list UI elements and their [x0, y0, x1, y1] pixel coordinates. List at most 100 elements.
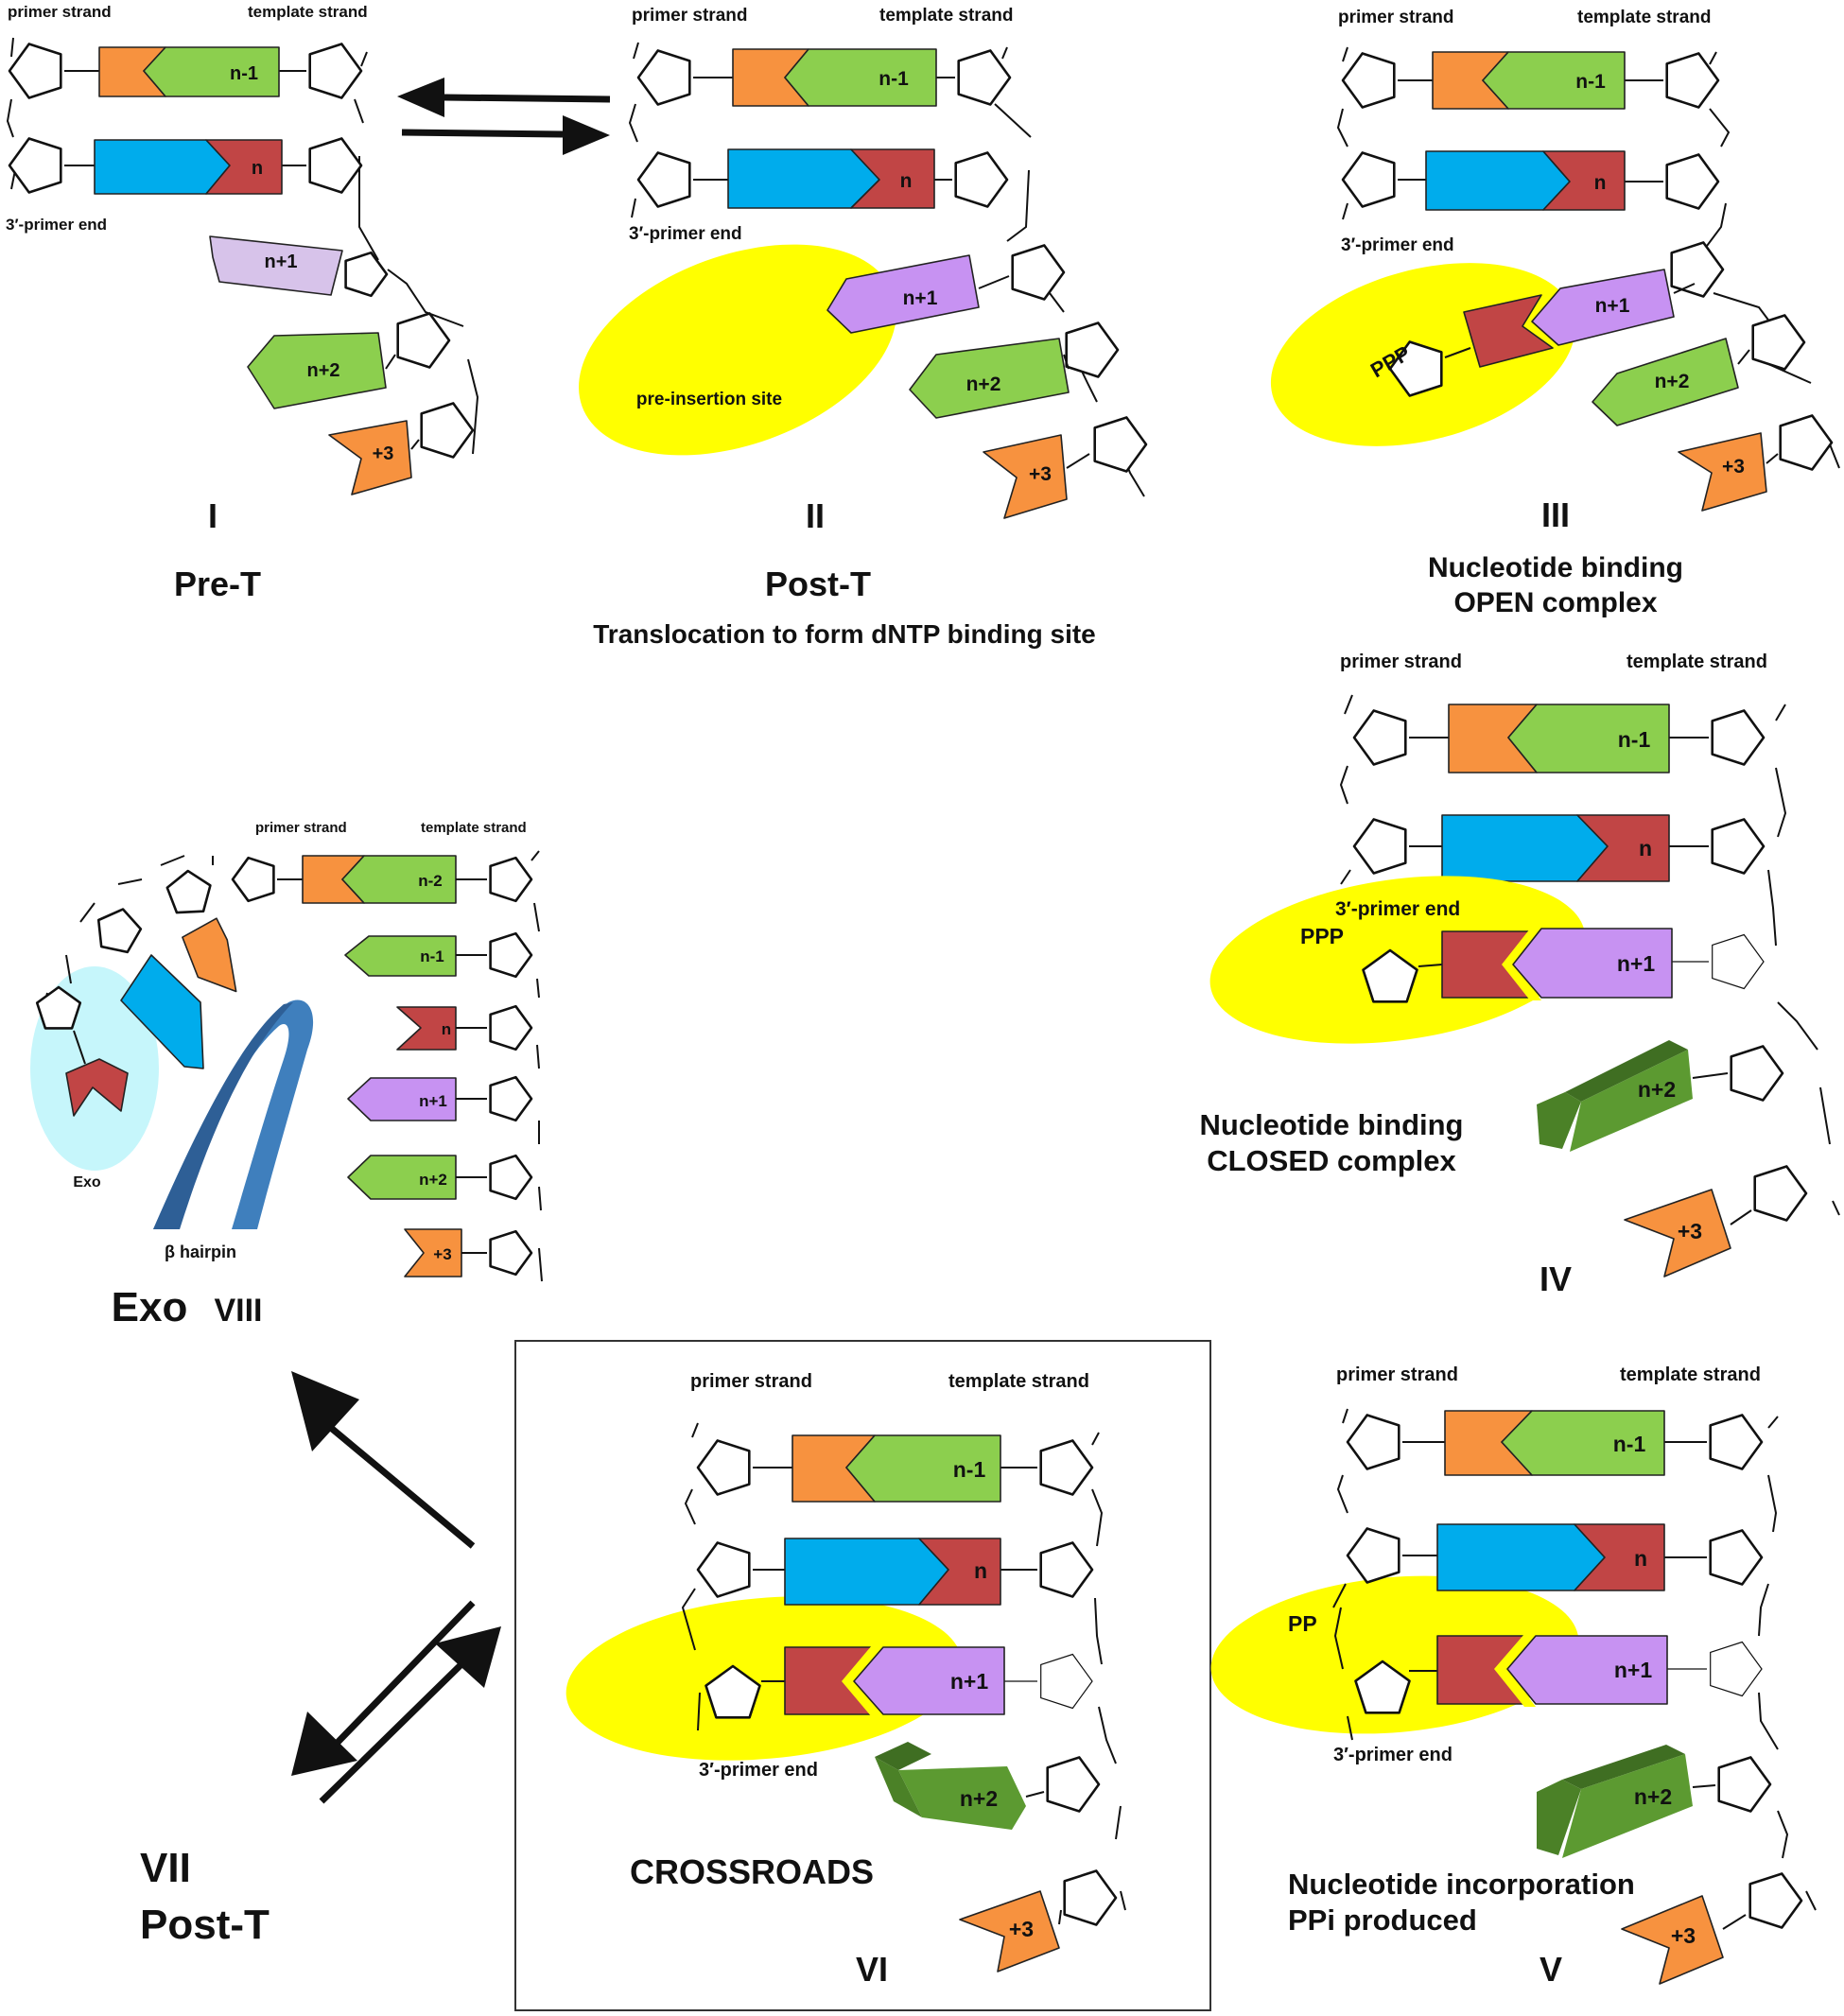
template-backbone — [1767, 704, 1840, 1216]
pairing-highlight — [1494, 1634, 1536, 1707]
panel-title: Nucleotide binding — [1428, 552, 1683, 583]
base-label: n+2 — [1634, 1784, 1672, 1809]
panel-iv: primer strand template strand n-1 n 3′-p… — [1200, 652, 1840, 1298]
green-base-n+2-shade — [1565, 1040, 1688, 1102]
incoming-dntp — [1463, 294, 1554, 368]
beta-hairpin-shade — [153, 1002, 293, 1229]
base-label: n — [1639, 836, 1652, 860]
base-label: +3 — [433, 1245, 451, 1263]
base-label: n+1 — [264, 252, 297, 272]
incoming-base-n+1 — [826, 254, 980, 334]
blue-base — [1436, 1523, 1606, 1591]
primer-sugar — [8, 137, 62, 194]
template-sugar — [1665, 153, 1720, 210]
incoming-base-n+1 — [209, 235, 343, 296]
blue-base — [727, 148, 880, 209]
template-sugar — [1039, 1541, 1094, 1598]
base-label: n — [1594, 172, 1607, 194]
template-sugar — [1011, 244, 1066, 301]
green-base-n+2 — [247, 332, 387, 409]
base-label: n — [442, 1020, 451, 1038]
template-sugar — [1717, 1756, 1772, 1813]
pairing-highlight — [1502, 929, 1541, 1000]
panel-title: Exo — [112, 1284, 188, 1330]
template-sugar — [1670, 241, 1725, 298]
base-label: +3 — [1722, 456, 1745, 478]
template-strand-label: template strand — [248, 3, 368, 21]
primer-strand-label: primer strand — [1336, 1364, 1458, 1385]
template-sugar — [1063, 1869, 1118, 1926]
base-label: n — [252, 158, 263, 179]
panel-numeral: VI — [856, 1950, 888, 1989]
template-sugar — [1711, 818, 1766, 875]
base-label: n — [1634, 1546, 1647, 1571]
template-sugar — [1751, 314, 1806, 371]
template-sugar — [1748, 1872, 1803, 1929]
orange-base — [182, 917, 237, 993]
primer-end-label: 3′-primer end — [1335, 898, 1460, 920]
primer-end-label: 3′-primer end — [6, 216, 107, 234]
base-label: n+2 — [960, 1786, 998, 1811]
template-backbone — [1091, 1432, 1126, 1911]
orange-base-+3 — [959, 1890, 1060, 1973]
green-base-n-1 — [1507, 704, 1670, 773]
template-sugar — [1039, 1439, 1094, 1496]
primer-sugar — [696, 1541, 751, 1598]
template-sugar — [489, 931, 533, 979]
green-base-n+2 — [1592, 338, 1739, 426]
base-label: n-1 — [953, 1457, 986, 1482]
panel-numeral: II — [806, 496, 825, 535]
base-label: n+2 — [966, 374, 1001, 395]
primer-sugar — [1352, 709, 1407, 766]
primer-backbone — [1332, 1408, 1353, 1741]
binding-site — [565, 1596, 963, 1761]
red-base-n — [396, 1006, 457, 1051]
template-sugar — [308, 137, 363, 194]
red-base-n — [1542, 150, 1626, 211]
primer-strand-label: primer strand — [1340, 652, 1462, 672]
panel-title: CROSSROADS — [630, 1852, 874, 1891]
base-label: n-1 — [420, 947, 444, 965]
base-label: n-1 — [1575, 71, 1606, 93]
template-sugar — [954, 151, 1009, 208]
primer-end-label: 3′-primer end — [1341, 235, 1454, 255]
panel-numeral: I — [208, 496, 217, 535]
red-base-n — [918, 1538, 1001, 1606]
panel-title: Nucleotide binding — [1200, 1108, 1464, 1141]
green-base-n-2 — [341, 855, 457, 904]
panel-title: Pre-T — [174, 565, 261, 603]
blue-base — [94, 139, 231, 195]
beta-hairpin-label: β hairpin — [165, 1243, 236, 1261]
green-base-n+2 — [1562, 1754, 1693, 1858]
red-base-n — [1574, 1523, 1665, 1591]
arrows-vi — [291, 1371, 501, 1804]
red-base-n — [850, 148, 935, 209]
primer-sugar — [1341, 151, 1396, 208]
base-label: +3 — [373, 443, 394, 464]
template-sugar — [420, 402, 475, 459]
primer-sugar — [636, 49, 691, 106]
template-backbone — [531, 850, 543, 1282]
base-label: +3 — [1009, 1917, 1034, 1941]
template-sugar — [1753, 1165, 1808, 1222]
base-label: n+2 — [1655, 371, 1690, 392]
primer-sugar — [1341, 52, 1396, 109]
pre-insertion-label: pre-insertion site — [636, 390, 782, 409]
primer-strand-label: primer strand — [8, 3, 112, 21]
base-label: n+1 — [1614, 1658, 1652, 1682]
template-sugar — [1779, 414, 1834, 471]
green-base-n+2-shade — [875, 1742, 931, 1770]
base-label: n — [900, 170, 913, 192]
panel-title: Post-T — [765, 565, 871, 603]
ppp-label: PPP — [1300, 924, 1344, 948]
green-base-n+2-shade — [875, 1757, 922, 1817]
red-base-excised — [65, 1058, 129, 1117]
base-label: n+2 — [1638, 1077, 1676, 1102]
template-sugar — [1040, 1653, 1093, 1710]
template-sugar — [308, 43, 363, 99]
base-label: n-2 — [418, 872, 443, 890]
green-base-n+2 — [898, 1766, 1026, 1830]
template-backbone — [1706, 51, 1840, 469]
primer-backbone — [681, 1422, 701, 1731]
red-base-n — [1576, 814, 1670, 882]
